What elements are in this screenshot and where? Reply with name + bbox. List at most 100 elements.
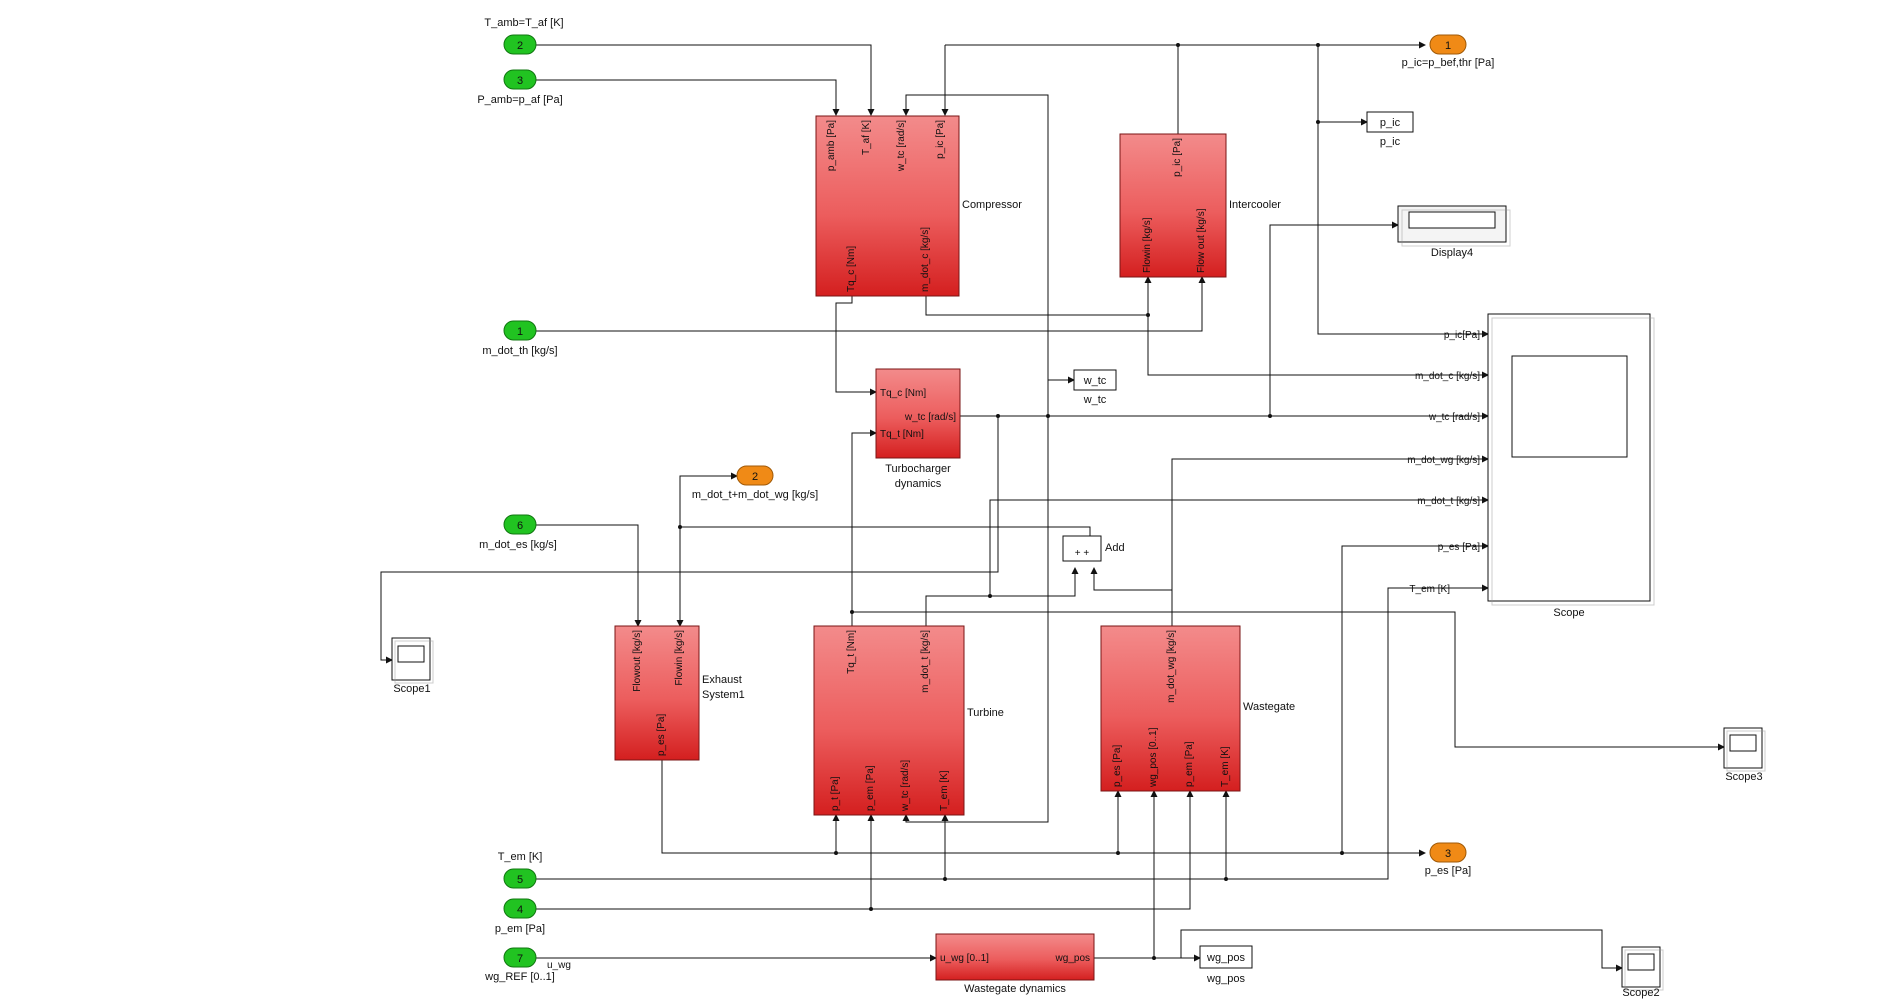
port-label: Flow out [kg/s] [1196,208,1207,273]
inport-number: 4 [517,904,523,916]
exhaust-name-line1: Exhaust [702,674,742,686]
scope3-name: Scope3 [1725,771,1762,783]
turbo-name-line2: dynamics [895,478,942,490]
port-label: Tq_c [Nm] [880,388,926,399]
port-label: p_amb [Pa] [826,120,837,171]
add-signs: + + [1075,548,1090,559]
port-label: p_es [Pa] [656,714,667,756]
intercooler-name: Intercooler [1229,199,1281,211]
outport-label: m_dot_t+m_dot_wg [kg/s] [692,489,818,501]
goto-p-ic[interactable]: p_ic [1366,111,1414,133]
port-label: p_es [Pa] [1112,745,1123,787]
compressor-name: Compressor [962,199,1022,211]
goto-tag: w_tc [1083,375,1107,387]
outport-number: 3 [1445,848,1451,860]
port-label: T_em [K] [1220,746,1231,787]
scope-input-label: m_dot_t [kg/s] [1417,496,1480,507]
inport-p-amb[interactable]: 3 [503,69,537,90]
inport-number: 1 [517,326,523,338]
turbine-name: Turbine [967,707,1004,719]
inport-number: 6 [517,520,523,532]
exhaust-system-block[interactable]: Flowout [kg/s] Flowin [kg/s] p_es [Pa] [614,625,700,761]
port-label: wg_pos [0..1] [1148,727,1159,788]
scope-input-label: T_em [K] [1409,584,1450,595]
scope-input-label: m_dot_c [kg/s] [1415,371,1480,382]
display-name: Display4 [1431,247,1473,259]
port-label: w_tc [rad/s] [904,412,956,423]
scope3-block[interactable] [1723,727,1766,772]
outport-m-dot-t-wg[interactable]: 2 [736,465,774,486]
inport-label: p_em [Pa] [495,923,545,935]
port-label: m_dot_t [kg/s] [920,630,931,693]
turbocharger-dynamics-block[interactable]: Tq_c [Nm] w_tc [rad/s] Tq_t [Nm] [875,368,961,459]
inport-t-em[interactable]: 5 [503,868,537,889]
signal-wires [380,41,1725,972]
inport-label: P_amb=p_af [Pa] [477,94,562,106]
wastegate-name: Wastegate [1243,701,1295,713]
add-name: Add [1105,542,1125,554]
inport-p-em[interactable]: 4 [503,898,537,919]
outport-p-ic[interactable]: 1 [1429,34,1467,55]
inport-label: wg_REF [0..1] [484,971,555,983]
goto-label: p_ic [1380,136,1401,148]
goto-tag: wg_pos [1206,952,1245,964]
display-block[interactable] [1397,205,1511,247]
scope-input-label: p_ic[Pa] [1444,330,1480,341]
junction-dots [678,43,1344,960]
intercooler-block[interactable]: p_ic [Pa] Flowin [kg/s] Flow out [kg/s] [1119,133,1227,278]
scope-screen [1511,355,1628,458]
goto-wg-pos[interactable]: wg_pos [1199,945,1253,969]
port-label: wg_pos [1055,953,1090,964]
port-label: T_af [K] [861,120,872,155]
inport-number: 3 [517,75,523,87]
port-label: p_em [Pa] [1184,741,1195,787]
inport-m-dot-th[interactable]: 1 [503,320,537,341]
port-label: Tq_t [Nm] [880,429,924,440]
port-label: Flowin [kg/s] [674,630,685,686]
outport-p-es[interactable]: 3 [1429,842,1467,863]
inport-label: m_dot_th [kg/s] [482,345,557,357]
wastegate-dynamics-block[interactable]: u_wg [0..1] wg_pos [935,933,1095,981]
port-label: p_em [Pa] [865,765,876,811]
port-label: Flowout [kg/s] [632,630,643,692]
port-label: Tq_c [Nm] [846,246,857,292]
inport-label: T_em [K] [498,851,543,863]
signal-label: u_wg [547,960,571,971]
inport-label: T_amb=T_af [K] [484,17,563,29]
port-label: p_ic [Pa] [1172,138,1183,177]
scope-input-label: w_tc [rad/s] [1428,412,1480,423]
goto-label: w_tc [1083,394,1107,406]
scope1-block[interactable] [391,637,434,684]
port-label: m_dot_c [kg/s] [920,227,931,292]
inport-m-dot-es[interactable]: 6 [503,514,537,535]
port-label: p_ic [Pa] [935,120,946,159]
inport-number: 5 [517,874,523,886]
port-label: w_tc [rad/s] [896,120,907,172]
inport-number: 2 [517,40,523,52]
turbine-block[interactable]: Tq_t [Nm] m_dot_t [kg/s] p_t [Pa] p_em [… [813,625,965,816]
inport-label: m_dot_es [kg/s] [479,539,557,551]
compressor-block[interactable]: p_amb [Pa] T_af [K] w_tc [rad/s] p_ic [P… [815,115,960,297]
goto-tag: p_ic [1380,117,1401,129]
scope2-block[interactable] [1621,946,1664,991]
inport-wg-ref[interactable]: 7 [503,947,537,968]
wastegate-block[interactable]: m_dot_wg [kg/s] p_es [Pa] wg_pos [0..1] … [1100,625,1241,792]
scope-input-label: m_dot_wg [kg/s] [1407,455,1480,466]
goto-label: wg_pos [1206,973,1245,985]
port-label: u_wg [0..1] [940,953,989,964]
outport-number: 2 [752,471,758,483]
add-block[interactable]: + + [1062,535,1102,562]
scope2-name: Scope2 [1622,987,1659,999]
port-label: T_em [K] [939,770,950,811]
turbo-name-line1: Turbocharger [885,463,951,475]
goto-w-tc[interactable]: w_tc [1073,369,1117,391]
scope-input-label: p_es [Pa] [1438,542,1480,553]
outport-number: 1 [1445,40,1451,52]
outport-label: p_ic=p_bef,thr [Pa] [1402,57,1495,69]
port-label: w_tc [rad/s] [900,760,911,812]
scope-main-block[interactable]: p_ic[Pa] m_dot_c [kg/s] w_tc [rad/s] m_d… [1407,313,1655,606]
port-label: p_t [Pa] [830,776,841,811]
inport-t-amb[interactable]: 2 [503,34,537,55]
port-label: Flowin [kg/s] [1142,217,1153,273]
